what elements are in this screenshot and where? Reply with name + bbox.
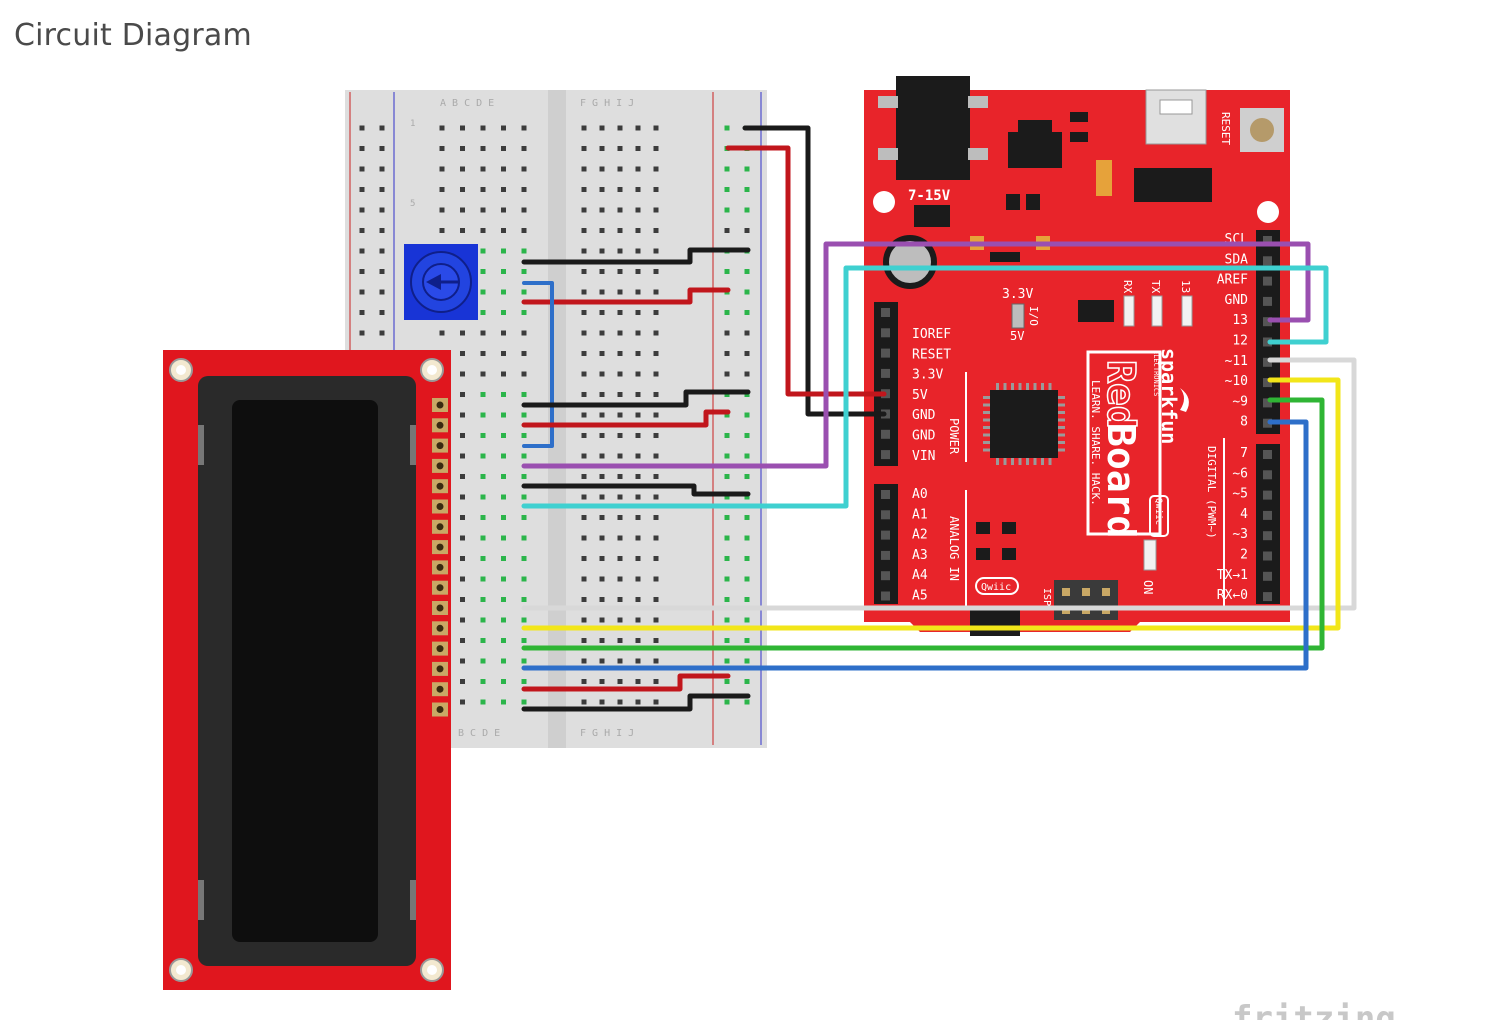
digital-pin-label: 12 [1232,334,1248,349]
reset-label: RESET [1219,112,1232,145]
usb-connector [1145,89,1207,145]
analog-pin-label: A0 [912,487,928,502]
wire-lcd-gnd [521,389,751,408]
analog-pin-label: A2 [912,528,928,543]
power-jack-label: 7-15V [908,188,951,204]
wire-lcd-5v [521,409,731,428]
digital-pin-label: 4 [1240,507,1248,522]
fritzing-watermark: fritzing [1232,999,1396,1020]
breadboard-letters-bottom-right: F G H I J [580,728,634,739]
brand-name-board: Board [1099,424,1143,538]
wire-rs-purple [521,241,1311,469]
breadboard-letters-top-right: F G H I J [580,98,634,109]
microcontroller [990,390,1058,458]
digital-pin-label: RX←0 [1217,588,1248,603]
digital-pin-label: ~6 [1232,466,1248,481]
flame-icon [1180,388,1189,412]
digital-pin-label: AREF [1217,273,1248,288]
digital-pin-label: SDA [1225,252,1249,267]
digital-pin-label: ~3 [1232,527,1248,542]
digital-pin-label: ~10 [1225,374,1248,389]
power-pin-label: RESET [912,347,951,362]
analog-pin-label: A3 [912,548,928,563]
led-13-label: 13 [1179,280,1192,293]
power-pin-label: GND [912,429,936,444]
qwiic-connector [970,606,1020,636]
potentiometer[interactable] [404,244,478,320]
digital-pin-label: TX→1 [1217,568,1248,583]
wire-d7-blue [521,419,1309,671]
wires [521,125,1357,712]
digital-pin-label: 8 [1240,415,1248,430]
volt-33-label: 3.3V [1002,287,1033,302]
voltage-switch[interactable] [1011,303,1025,329]
wire-backlight-gnd [521,693,751,712]
page-title: Circuit Diagram [14,18,252,53]
digital-pin-label: 13 [1232,313,1248,328]
tagline: LEARN. SHARE. HACK. [1089,380,1102,506]
wire-pot-5v [521,287,731,305]
isp-label: ISP [1041,588,1052,606]
analog-pin-label: A5 [912,589,928,604]
analog-group-label: ANALOG IN [947,516,961,581]
power-pin-label: GND [912,408,936,423]
analog-pin-label: A4 [912,568,928,583]
power-header [874,302,898,466]
digital-pin-label: 2 [1240,548,1248,563]
breadboard-letters-top-left: A B C D E [440,98,494,109]
digital-pin-label: GND [1225,293,1249,308]
wire-pot-wiper [522,281,554,448]
digital-pin-label: ~9 [1232,394,1248,409]
wire-5v-feed [725,145,887,397]
wire-d4-white [521,357,1357,611]
rx-label: RX [1121,280,1134,294]
wire-pot-gnd [521,247,751,265]
sparkfun-sub: ELECTRONICS [1152,350,1160,396]
power-jack [896,76,970,180]
digital-pin-label: 7 [1240,446,1248,461]
tx-label: TX [1149,280,1162,294]
digital-pin-label: ~11 [1225,354,1248,369]
breadboard-letters-bottom-left: B C D E [458,728,500,739]
qwiic-label-2: Qwiic [981,582,1011,593]
digital-group-label: DIGITAL (PWM~) [1205,446,1218,539]
lcd-module [163,350,451,990]
analog-header [874,484,898,604]
wire-rw-gnd [521,483,751,497]
wire-d6-green [521,397,1325,651]
sparkfun-logo: sparkfun [1157,348,1181,444]
power-pin-label: IOREF [912,327,951,342]
wire-en-cyan [521,265,1329,509]
wire-backlight-5v [521,673,731,692]
wire-d5-yellow [521,377,1341,631]
breadboard-row-5-label: 5 [410,199,415,209]
power-pin-label: 3.3V [912,368,943,383]
on-label: ON [1141,580,1155,594]
qwiic-label-1: Qwiic [1153,498,1163,525]
volt-5-label: 5V [1010,329,1024,343]
power-pin-label: 5V [912,388,928,403]
io-label: I/O [1027,306,1040,326]
brand-name-red: Red [1099,360,1143,429]
power-pin-label: VIN [912,449,935,464]
redboard: 7-15V RESET RX TX 13 3.3V I/O [864,76,1290,636]
power-group-label: POWER [947,418,961,455]
breadboard-row-1-label: 1 [410,119,415,129]
analog-pin-label: A1 [912,507,928,522]
digital-pin-label: ~5 [1232,487,1248,502]
